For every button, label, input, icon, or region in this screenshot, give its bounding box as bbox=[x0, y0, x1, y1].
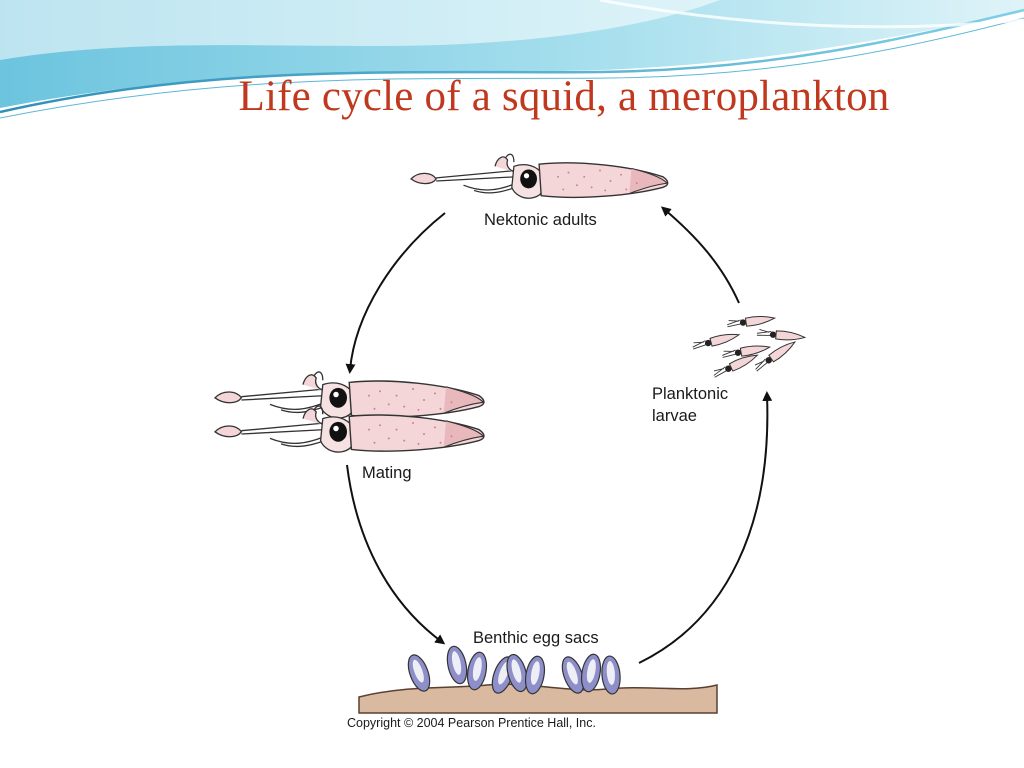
copyright-notice: Copyright © 2004 Pearson Prentice Hall, … bbox=[347, 716, 596, 730]
label-benthic-egg-sacs: Benthic egg sacs bbox=[473, 629, 599, 647]
slide-title: Life cycle of a squid, a meroplankton bbox=[238, 73, 890, 120]
header-wave-line-thin bbox=[0, 17, 1024, 119]
arrow-eggs-to-larvae bbox=[638, 391, 773, 664]
arrow-larvae-to-adults bbox=[660, 206, 740, 304]
stage-benthic-egg-sacs: Benthic egg sacs bbox=[358, 629, 718, 714]
squid-life-cycle-diagram: Nektonic adults Mating Planktonic larvae… bbox=[187, 145, 817, 740]
label-nektonic-adults: Nektonic adults bbox=[484, 211, 597, 229]
stage-mating: Mating bbox=[214, 371, 485, 482]
header-wave-white bbox=[0, 0, 720, 60]
sediment-bottom bbox=[358, 683, 718, 714]
header-wave-edge bbox=[599, 0, 1024, 29]
stage-planktonic-larvae: Planktonic larvae bbox=[652, 313, 806, 425]
arrow-mating-to-eggs bbox=[346, 464, 446, 645]
label-mating: Mating bbox=[362, 464, 412, 482]
header-wave-line bbox=[0, 8, 1024, 114]
stage-nektonic-adults: Nektonic adults bbox=[410, 153, 669, 229]
label-larvae: larvae bbox=[652, 407, 697, 425]
arrow-adults-to-mating bbox=[345, 212, 446, 374]
label-planktonic: Planktonic bbox=[652, 385, 728, 403]
diagram-panel bbox=[187, 145, 817, 740]
